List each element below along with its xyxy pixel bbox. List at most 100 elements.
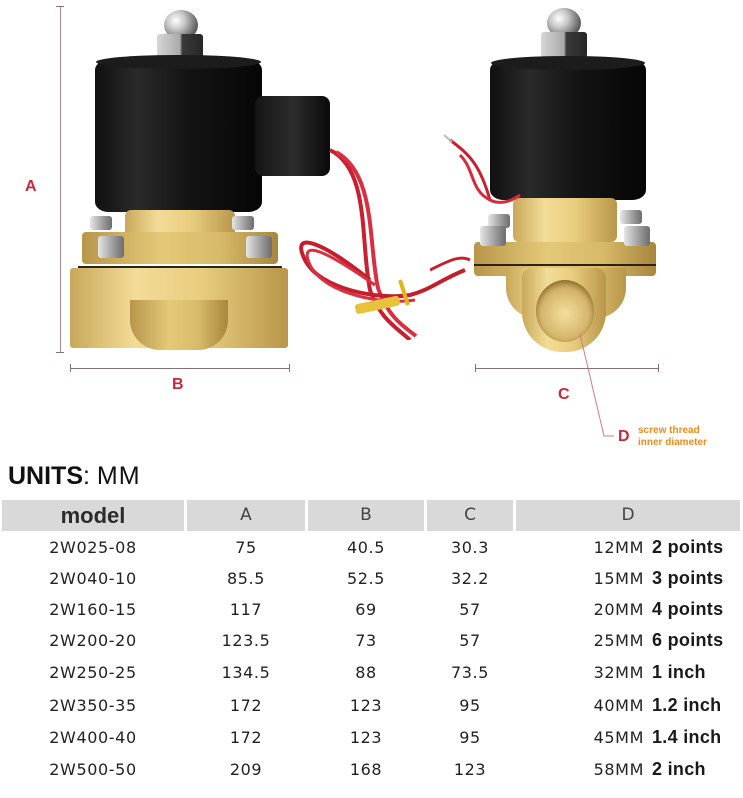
table-row: 2W350-35 172 123 95 40MM 1.2 inch xyxy=(2,690,740,721)
red-wires xyxy=(299,148,466,340)
dimension-a-line xyxy=(60,6,61,352)
cell-d-mm: 58MM xyxy=(593,760,644,779)
cell-model: 2W160-15 xyxy=(49,600,137,619)
table-row: 2W200-20 123.5 73 57 25MM 6 points xyxy=(2,625,740,656)
dimension-a-label: A xyxy=(25,178,37,195)
wire-connector xyxy=(255,96,330,176)
brass-bonnet xyxy=(513,198,617,242)
cell-b: 73 xyxy=(355,631,377,650)
cell-model: 2W200-20 xyxy=(49,631,137,650)
hex-nut xyxy=(541,32,587,58)
brass-body-center xyxy=(130,300,228,350)
table-header: model A B C D xyxy=(2,500,740,531)
gasket xyxy=(474,264,656,266)
cell-a: 123.5 xyxy=(221,631,271,650)
header-d: D xyxy=(516,500,740,531)
cell-model: 2W025-08 xyxy=(49,538,137,557)
side-view-valve: A B xyxy=(0,0,466,400)
product-figure: A B xyxy=(0,0,743,460)
bolt xyxy=(488,214,510,228)
units-value: MM xyxy=(96,462,141,490)
cell-d-mm: 32MM xyxy=(593,663,644,682)
dimension-b-label: B xyxy=(172,376,184,393)
cell-c: 30.3 xyxy=(450,538,490,557)
cell-d-size: 1.2 inch xyxy=(652,695,722,715)
threaded-port-opening xyxy=(536,280,594,342)
cell-d-size: 6 points xyxy=(652,630,724,650)
cell-d-size: 1.4 inch xyxy=(652,727,722,747)
coil-body xyxy=(490,60,646,200)
cell-b: 123 xyxy=(349,696,383,715)
cell-b: 52.5 xyxy=(346,569,386,588)
table-row: 2W025-08 75 40.5 30.3 12MM 2 points xyxy=(2,532,740,563)
cell-model: 2W500-50 xyxy=(49,760,137,779)
units-label: UNITS xyxy=(8,462,83,490)
cell-a: 172 xyxy=(229,696,263,715)
cell-model: 2W350-35 xyxy=(49,696,137,715)
bolt xyxy=(232,216,254,230)
cell-d-size: 2 points xyxy=(652,537,724,557)
cell-b: 123 xyxy=(349,728,383,747)
red-wires xyxy=(430,134,521,272)
cell-d-size: 3 points xyxy=(652,568,724,588)
cell-c: 57 xyxy=(459,600,481,619)
bolt xyxy=(480,226,506,246)
cell-d-size: 1 inch xyxy=(652,662,706,682)
cell-a: 172 xyxy=(229,728,263,747)
bolt xyxy=(624,226,650,246)
coil-top-rim xyxy=(96,55,261,69)
bolt xyxy=(246,236,272,258)
cell-d-mm: 20MM xyxy=(593,600,644,619)
dimension-b-line xyxy=(70,368,289,369)
cell-d-mm: 25MM xyxy=(593,631,644,650)
header-a: A xyxy=(187,500,305,531)
cell-a: 209 xyxy=(229,760,263,779)
dimension-a-bottom-tick xyxy=(56,352,64,353)
bolt xyxy=(98,236,124,258)
dimension-c-right-tick xyxy=(658,364,659,372)
table-row: 2W040-10 85.5 52.5 32.2 15MM 3 points xyxy=(2,563,740,594)
coil-top-rim xyxy=(491,56,645,70)
cell-a: 134.5 xyxy=(221,663,271,682)
cell-d-mm: 40MM xyxy=(593,696,644,715)
cell-c: 123 xyxy=(453,760,487,779)
table-row: 2W250-25 134.5 88 73.5 32MM 1 inch xyxy=(2,657,740,688)
dimension-d-note: screw thread inner diameter xyxy=(638,425,707,449)
units-heading: UNITS: MM xyxy=(8,462,141,491)
bolt xyxy=(620,210,642,224)
dimension-c-left-tick xyxy=(475,364,476,372)
dimension-b-right-tick xyxy=(289,364,290,372)
cell-a: 117 xyxy=(229,600,263,619)
bolt xyxy=(90,216,112,230)
header-c: C xyxy=(427,500,513,531)
coil-body xyxy=(95,60,262,212)
cell-model: 2W250-25 xyxy=(49,663,137,682)
cell-a: 75 xyxy=(235,538,257,557)
cell-b: 40.5 xyxy=(346,538,386,557)
cell-d-mm: 12MM xyxy=(593,538,644,557)
cell-b: 88 xyxy=(355,663,377,682)
header-b: B xyxy=(308,500,424,531)
cell-d-mm: 15MM xyxy=(593,569,644,588)
dimension-d-leader xyxy=(579,333,614,437)
dimension-b-left-tick xyxy=(70,364,71,372)
cell-model: 2W040-10 xyxy=(49,569,137,588)
dimension-c-line xyxy=(475,368,658,369)
cell-c: 57 xyxy=(459,631,481,650)
table-row: 2W400-40 172 123 95 45MM 1.4 inch xyxy=(2,722,740,753)
table-row: 2W160-15 117 69 57 20MM 4 points xyxy=(2,594,740,625)
cell-model: 2W400-40 xyxy=(49,728,137,747)
cell-c: 32.2 xyxy=(450,569,490,588)
gasket xyxy=(78,266,282,268)
header-model: model xyxy=(2,500,184,531)
cell-c: 95 xyxy=(459,696,481,715)
cell-b: 168 xyxy=(349,760,383,779)
cell-a: 85.5 xyxy=(226,569,266,588)
units-separator: : xyxy=(83,462,90,490)
note-line-2: inner diameter xyxy=(638,437,707,448)
cell-d-size: 2 inch xyxy=(652,759,706,779)
cell-b: 69 xyxy=(355,600,377,619)
front-view-valve: C D screw thread inner diameter xyxy=(370,0,743,460)
cell-c: 95 xyxy=(459,728,481,747)
cell-d-mm: 45MM xyxy=(593,728,644,747)
